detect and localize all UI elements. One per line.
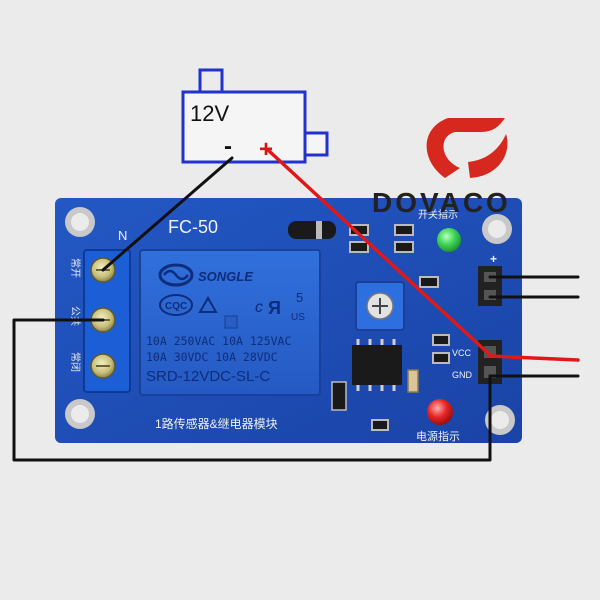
- diode-body: [288, 221, 336, 239]
- board-model-label: FC-50: [168, 217, 218, 237]
- mounting-hole-top-right: [482, 214, 512, 244]
- mounting-hole-bottom-left: [65, 399, 95, 429]
- relay-ul-number: 5: [296, 290, 303, 305]
- battery-terminal-side: [303, 131, 329, 157]
- battery-plus-label: +: [259, 136, 273, 163]
- switch-indicator-label: 开关指示: [418, 208, 458, 221]
- mounting-hole-top-left: [65, 207, 95, 237]
- battery-voltage-label: 12V: [190, 101, 229, 126]
- red-wire-vcc-out: [488, 354, 580, 362]
- smd-resistor: [371, 419, 389, 431]
- smd-resistor: [394, 241, 414, 253]
- smd-resistor: [349, 241, 369, 253]
- ic-pins: [356, 339, 396, 391]
- black-wire-com-to-gnd: [12, 318, 492, 462]
- brand-name: DOVACO: [372, 187, 511, 218]
- switch-indicator-led: [437, 228, 461, 252]
- comparator-ic: [352, 339, 402, 391]
- red-wire-battery-to-vcc: [266, 148, 492, 357]
- wires: [12, 148, 580, 462]
- board-n-label: N: [118, 228, 127, 243]
- pin-plus-label: +: [490, 252, 497, 266]
- terminal-label-com: 公共: [69, 306, 81, 326]
- relay-brand: SONGLE: [198, 269, 253, 284]
- power-indicator-led: [427, 399, 453, 425]
- relay-c-mark: c: [255, 299, 263, 316]
- smd-resistor: [432, 352, 450, 364]
- cqc-cert-icon: CQC: [159, 294, 193, 316]
- smd-resistor: [394, 224, 414, 236]
- smd-capacitor: [407, 369, 419, 393]
- potentiometer: [355, 281, 405, 331]
- pin-gnd-label: GND: [452, 370, 473, 380]
- relay: SONGLE CQC c Я 5 US 10A 250VAC 10A 125VA…: [139, 249, 321, 396]
- ic-body: [352, 345, 402, 385]
- relay-us-mark: US: [291, 312, 305, 323]
- diode-component: [288, 221, 336, 239]
- relay-seal-square: [224, 315, 238, 329]
- mounting-hole-bottom-right: [485, 405, 515, 435]
- terminal-label-nc: 常开: [69, 258, 82, 278]
- ul-cert-icon: Я: [268, 298, 281, 318]
- dovaco-logo: DOVACO: [372, 118, 511, 218]
- relay-cert-label: CQC: [165, 301, 187, 312]
- relay-rating-line-2: 10A 30VDC 10A 28VDC: [146, 350, 278, 364]
- battery-body: [181, 90, 307, 164]
- smd-transistor: [331, 381, 347, 411]
- relay-rating-line-1: 10A 250VAC 10A 125VAC: [146, 334, 291, 348]
- warning-triangle-icon: [198, 295, 218, 313]
- svg-text:Я: Я: [268, 298, 281, 318]
- battery-minus-label: -: [224, 133, 232, 160]
- relay-module-board: FC-50 N 常开 公共 常闭 SONGLE CQC: [55, 198, 522, 443]
- dovaco-emblem-icon: [426, 118, 508, 178]
- header-pin: [484, 290, 496, 300]
- pin-vcc-label: VCC: [452, 348, 472, 358]
- module-name-label: 1路传感器&继电器模块: [155, 416, 278, 431]
- relay-model-label: SRD-12VDC-SL-C: [146, 368, 270, 385]
- terminal-label-no: 常闭: [69, 352, 82, 372]
- battery-terminal-top: [198, 68, 224, 94]
- power-indicator-label: 电源指示: [416, 429, 460, 443]
- songle-logo-icon: [158, 263, 194, 287]
- battery: 12V - +: [181, 68, 329, 164]
- diode-band: [316, 221, 322, 239]
- black-wire-battery-to-terminal: [101, 156, 234, 272]
- smd-resistor: [432, 334, 450, 346]
- smd-resistor: [419, 276, 439, 288]
